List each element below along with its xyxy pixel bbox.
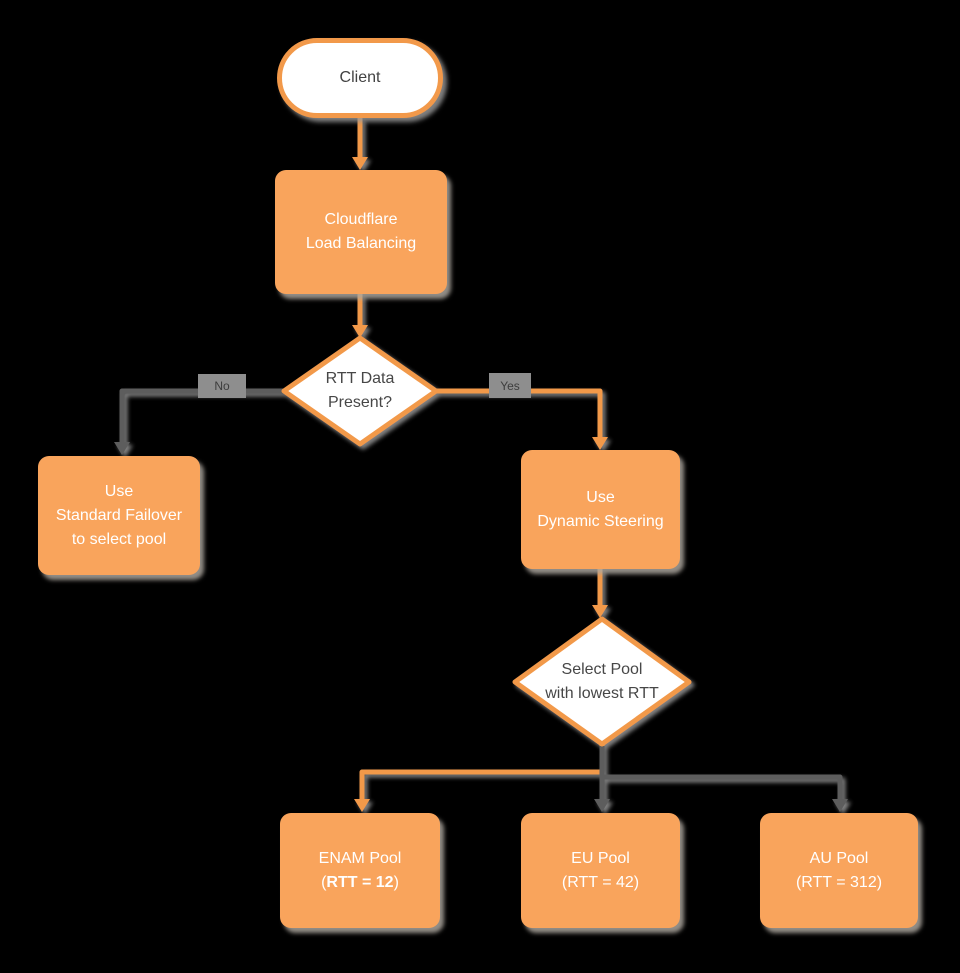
edge-label-yes: Yes bbox=[489, 373, 531, 398]
arrowhead-no-branch-icon bbox=[114, 442, 130, 455]
node-enam-pool-paren-open: ( bbox=[321, 873, 327, 891]
node-client: Client bbox=[277, 38, 443, 118]
edge-select-to-au bbox=[602, 774, 843, 799]
arrowhead-au-icon bbox=[832, 799, 848, 812]
node-load-balancer-line2: Load Balancing bbox=[305, 235, 417, 252]
node-eu-pool-line1: EU Pool bbox=[571, 849, 630, 867]
node-select-pool-line2: with lowest RTT bbox=[545, 685, 659, 702]
edge-label-no: No bbox=[198, 374, 246, 398]
arrowhead-yes-branch-icon bbox=[592, 437, 608, 450]
node-eu-pool: EU Pool (RTT = 42) bbox=[521, 813, 680, 928]
node-enam-pool-line2: (RTT = 12) bbox=[321, 871, 399, 895]
edge-label-yes-text: Yes bbox=[500, 378, 520, 393]
arrowhead-enam-icon bbox=[354, 799, 370, 812]
node-rtt-decision-label: RTT Data Present? bbox=[280, 360, 440, 422]
node-standard-failover-line2: Standard Failover bbox=[55, 506, 183, 524]
node-standard-failover-line1: Use bbox=[104, 482, 134, 500]
node-eu-pool-line2: (RTT = 42) bbox=[561, 873, 640, 891]
node-standard-failover: Use Standard Failover to select pool bbox=[38, 456, 200, 575]
node-select-pool-label: Select Pool with lowest RTT bbox=[512, 651, 692, 713]
node-rtt-decision-line1: RTT Data bbox=[325, 370, 395, 387]
node-dynamic-steering-line2: Dynamic Steering bbox=[537, 512, 664, 530]
node-enam-pool-paren-close: ) bbox=[393, 873, 399, 891]
arrowhead-lb-to-decision-icon bbox=[352, 325, 368, 338]
node-au-pool: AU Pool (RTT = 312) bbox=[760, 813, 918, 928]
arrowhead-steering-to-select-icon bbox=[592, 605, 608, 618]
node-dynamic-steering-line1: Use bbox=[586, 488, 615, 506]
node-rtt-decision-line2: Present? bbox=[327, 394, 393, 411]
node-load-balancer: Cloudflare Load Balancing bbox=[275, 170, 447, 294]
node-au-pool-line2: (RTT = 312) bbox=[795, 873, 883, 891]
node-enam-pool-rtt-value: RTT = 12 bbox=[326, 873, 394, 891]
node-select-pool-line1: Select Pool bbox=[561, 661, 643, 678]
decision-diamond-select-pool bbox=[512, 616, 692, 747]
node-dynamic-steering: Use Dynamic Steering bbox=[521, 450, 680, 569]
edge-label-no-text: No bbox=[214, 379, 230, 393]
node-au-pool-line1: AU Pool bbox=[809, 849, 869, 867]
node-client-label: Client bbox=[339, 69, 381, 86]
arrowhead-eu-icon bbox=[594, 799, 610, 812]
edge-select-to-enam bbox=[359, 744, 605, 799]
node-standard-failover-line3: to select pool bbox=[71, 530, 167, 548]
edge-no-to-standard-failover bbox=[119, 388, 286, 442]
node-load-balancer-line1: Cloudflare bbox=[324, 211, 398, 228]
arrowhead-client-to-lb-icon bbox=[352, 157, 368, 170]
node-enam-pool-line1: ENAM Pool bbox=[318, 849, 402, 867]
decision-diamond-rtt-present bbox=[281, 335, 439, 447]
node-enam-pool: ENAM Pool (RTT = 12) bbox=[280, 813, 440, 928]
